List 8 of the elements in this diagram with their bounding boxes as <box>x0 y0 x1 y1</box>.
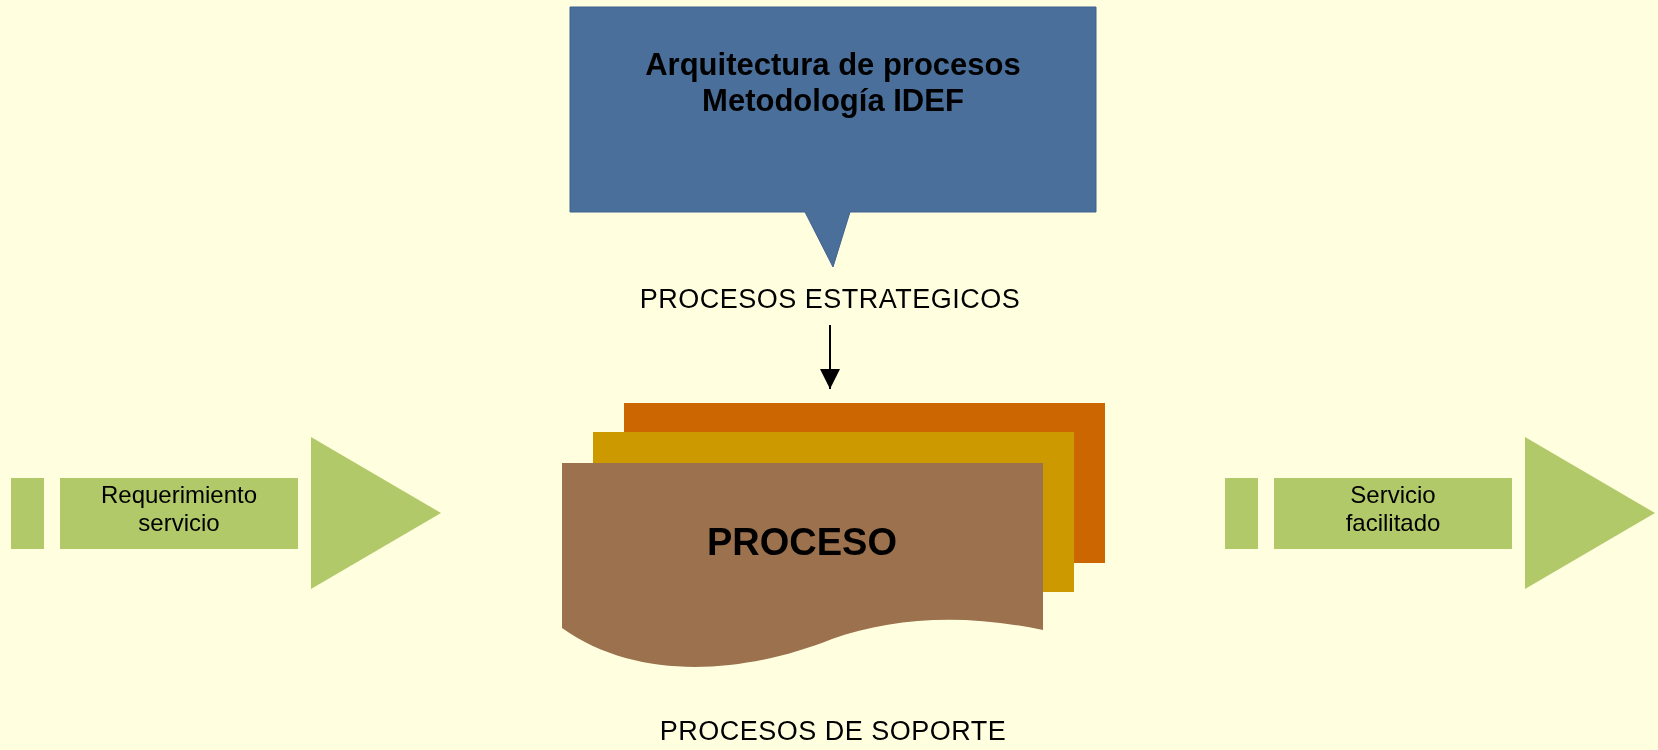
callout-title: Metodología IDEF <box>702 82 964 119</box>
arrow-label: Requerimiento servicio <box>99 481 259 537</box>
process-title: PROCESO <box>705 521 898 565</box>
callout-title: Arquitectura de procesos <box>645 47 1021 83</box>
arrow <box>820 324 840 390</box>
section-label: PROCESOS DE SOPORTE <box>659 716 1007 748</box>
arrow-label: Servicio facilitado <box>1344 481 1442 537</box>
section-label: PROCESOS ESTRATEGICOS <box>639 284 1021 316</box>
